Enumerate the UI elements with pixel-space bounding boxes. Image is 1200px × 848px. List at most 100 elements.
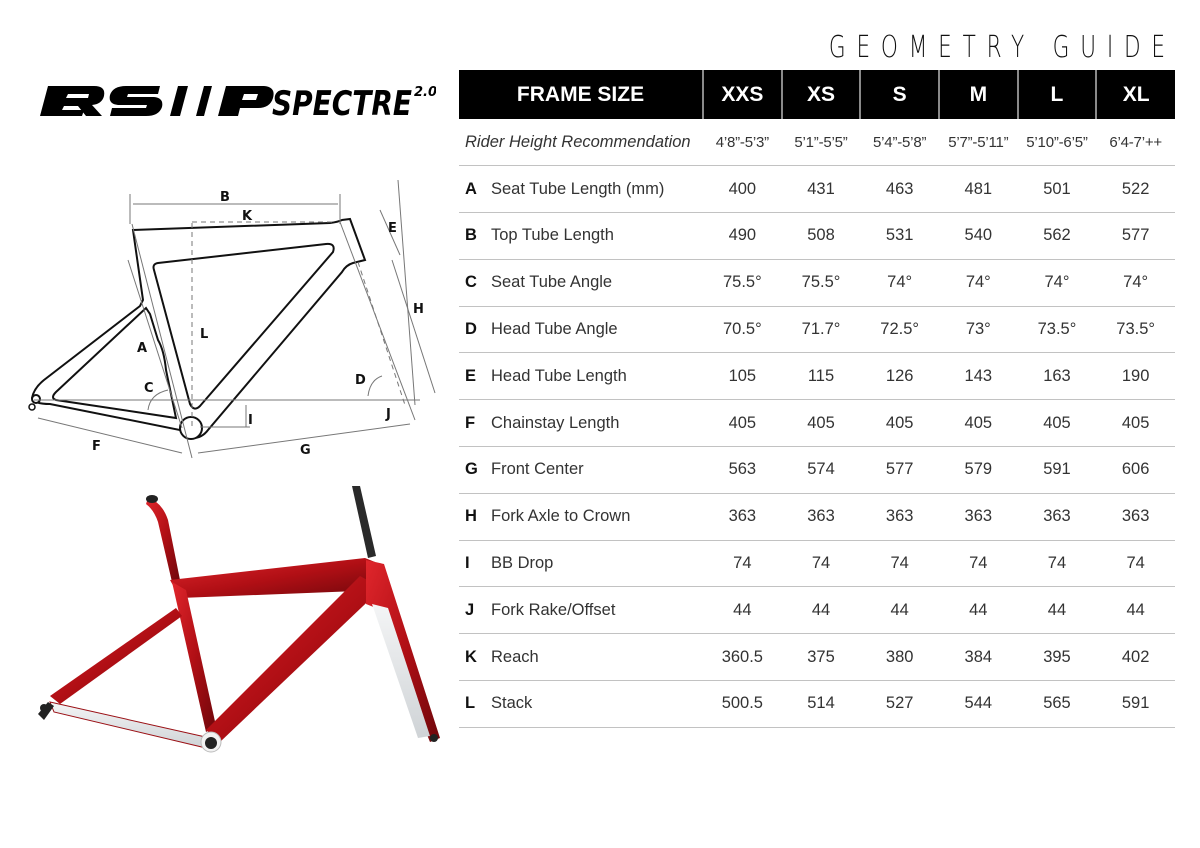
row-letter: F bbox=[465, 413, 476, 432]
cell-value: 375 bbox=[781, 633, 861, 682]
cell-value: 591 bbox=[1017, 446, 1097, 494]
label-H: H bbox=[413, 302, 424, 317]
cell-value: 75.5° bbox=[703, 259, 782, 307]
cell-value: 74° bbox=[1017, 259, 1097, 307]
cell-value: 522 bbox=[1096, 165, 1175, 214]
cell-value: 44 bbox=[781, 586, 861, 635]
size-header-xs: XS bbox=[780, 70, 861, 119]
cell-value: 74 bbox=[938, 540, 1018, 588]
cell-value: 6’4-7’++ bbox=[1096, 119, 1175, 167]
logo-model-text: SPECTRE bbox=[272, 84, 412, 118]
logo-version-text: 2.0 bbox=[414, 85, 436, 100]
row-label: Fork Axle to Crown bbox=[491, 507, 631, 526]
row-label: Reach bbox=[491, 647, 539, 666]
cell-value: 402 bbox=[1096, 633, 1175, 682]
cell-value: 540 bbox=[938, 212, 1018, 260]
cell-value: 405 bbox=[703, 399, 782, 448]
size-header-xl: XL bbox=[1095, 70, 1175, 119]
cell-value: 400 bbox=[703, 165, 782, 214]
row-label: Seat Tube Length (mm) bbox=[491, 179, 665, 198]
row-label: Stack bbox=[491, 694, 533, 713]
cell-value: 72.5° bbox=[860, 306, 939, 354]
cell-value: 44 bbox=[938, 586, 1018, 635]
cell-value: 74 bbox=[1096, 540, 1175, 588]
row-letter: G bbox=[465, 460, 478, 479]
cell-value: 70.5° bbox=[703, 306, 782, 354]
cell-value: 74° bbox=[1096, 259, 1175, 307]
rider-height-row: Rider Height Recommendation 4’8”-5’3” 5’… bbox=[459, 119, 1175, 167]
cell-value: 71.7° bbox=[781, 306, 861, 354]
cell-value: 591 bbox=[1096, 680, 1175, 728]
frame-photo bbox=[38, 486, 440, 753]
cell-value: 395 bbox=[1017, 633, 1097, 682]
cell-value: 562 bbox=[1017, 212, 1097, 260]
cell-value: 75.5° bbox=[781, 259, 861, 307]
label-B: B bbox=[220, 190, 230, 205]
cell-value: 73.5° bbox=[1096, 306, 1175, 354]
label-G: G bbox=[300, 443, 311, 458]
label-E: E bbox=[388, 221, 397, 236]
cell-value: 74 bbox=[860, 540, 939, 588]
label-I: I bbox=[248, 413, 253, 428]
cell-value: 74 bbox=[703, 540, 782, 588]
row-letter: A bbox=[465, 179, 477, 198]
bottom-bracket-shape bbox=[179, 416, 203, 440]
cell-value: 5’7”-5’11” bbox=[938, 119, 1018, 167]
size-header-xxs: XXS bbox=[702, 70, 782, 119]
cell-value: 360.5 bbox=[703, 633, 782, 682]
table-header-row: FRAME SIZE XXS XS S M L XL bbox=[459, 70, 1175, 119]
size-header-l: L bbox=[1016, 70, 1097, 119]
cell-value: 5’1”-5’5” bbox=[781, 119, 861, 167]
row-letter: L bbox=[465, 694, 476, 713]
cell-value: 74 bbox=[781, 540, 861, 588]
page-title: GEOMETRY GUIDE bbox=[829, 30, 1176, 65]
cell-value: 5’4”-5’8” bbox=[860, 119, 939, 167]
cell-value: 4’8”-5’3” bbox=[703, 119, 782, 167]
brand-logo: SPECTRE 2.0 bbox=[40, 84, 436, 118]
cell-value: 143 bbox=[938, 352, 1018, 401]
cell-value: 531 bbox=[860, 212, 939, 260]
row-letter: I bbox=[465, 554, 470, 573]
size-header-s: S bbox=[859, 70, 939, 119]
cell-value: 190 bbox=[1096, 352, 1175, 401]
geometry-diagram: B K E H L A C D I J F G bbox=[28, 180, 436, 459]
cell-value: 44 bbox=[1017, 586, 1097, 635]
cell-value: 577 bbox=[860, 446, 939, 494]
cell-value: 405 bbox=[1096, 399, 1175, 448]
label-K: K bbox=[242, 209, 253, 224]
main-triangle-inner bbox=[152, 242, 335, 410]
label-A: A bbox=[137, 341, 147, 356]
label-F: F bbox=[92, 439, 101, 454]
frame-outline bbox=[30, 217, 367, 440]
cell-value: 544 bbox=[938, 680, 1018, 728]
cell-value: 105 bbox=[703, 352, 782, 401]
cell-value: 115 bbox=[781, 352, 861, 401]
cell-value: 380 bbox=[860, 633, 939, 682]
cell-value: 463 bbox=[860, 165, 939, 214]
cell-value: 44 bbox=[1096, 586, 1175, 635]
cell-value: 163 bbox=[1017, 352, 1097, 401]
row-letter: C bbox=[465, 273, 477, 292]
geometry-table: FRAME SIZE XXS XS S M L XL Rider Height … bbox=[459, 70, 1175, 728]
cell-value: 126 bbox=[860, 352, 939, 401]
row-label: Head Tube Angle bbox=[491, 320, 618, 339]
cell-value: 508 bbox=[781, 212, 861, 260]
cell-value: 405 bbox=[860, 399, 939, 448]
row-label: Chainstay Length bbox=[491, 413, 620, 432]
cell-value: 606 bbox=[1096, 446, 1175, 494]
cell-value: 405 bbox=[781, 399, 861, 448]
frame-size-header: FRAME SIZE bbox=[459, 70, 704, 119]
label-D: D bbox=[355, 373, 366, 388]
label-J: J bbox=[385, 407, 391, 422]
cell-value: 74° bbox=[938, 259, 1018, 307]
cell-value: 74 bbox=[1017, 540, 1097, 588]
cell-value: 577 bbox=[1096, 212, 1175, 260]
